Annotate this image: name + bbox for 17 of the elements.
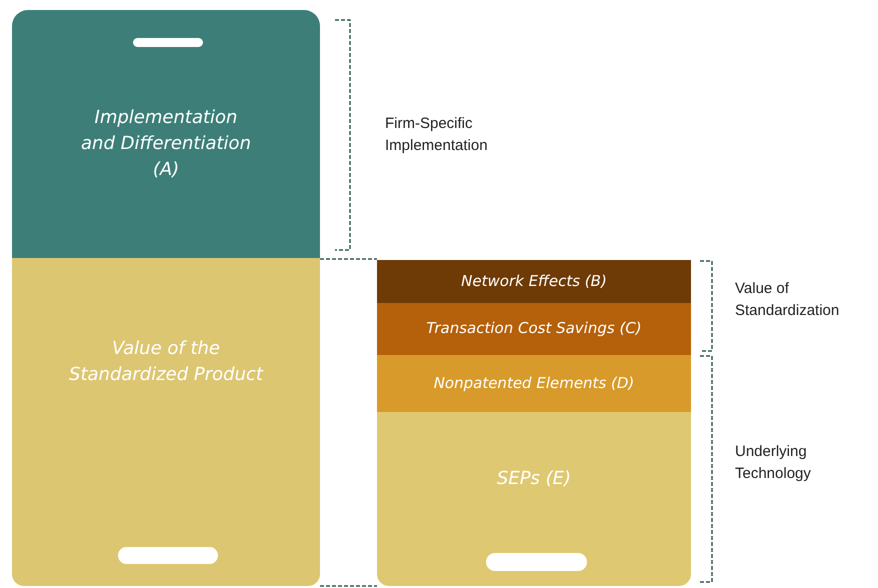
bracket-label: Firm-Specific Implementation (385, 114, 489, 156)
layer-band (377, 412, 691, 586)
layer-band (377, 355, 691, 412)
card-section (12, 258, 320, 586)
bracket-label: Value of Standardization (735, 279, 840, 321)
layer-band (377, 303, 691, 355)
bracket-label: Underlying Technology (735, 442, 812, 484)
layer-label: Nonpatented Elements (D) (434, 372, 634, 394)
layer-label: Implementation and Differentiation (A) (80, 106, 252, 182)
dashed-connector (320, 585, 377, 587)
layer-label: Transaction Cost Savings (C) (426, 318, 642, 340)
layer-label: Network Effects (B) (461, 270, 607, 292)
layer-label: SEPs (E) (496, 466, 572, 491)
dashed-connector (320, 258, 377, 260)
layer-band (377, 260, 691, 303)
card-section (12, 10, 320, 258)
layer-label: Value of the Standardized Product (68, 336, 264, 387)
